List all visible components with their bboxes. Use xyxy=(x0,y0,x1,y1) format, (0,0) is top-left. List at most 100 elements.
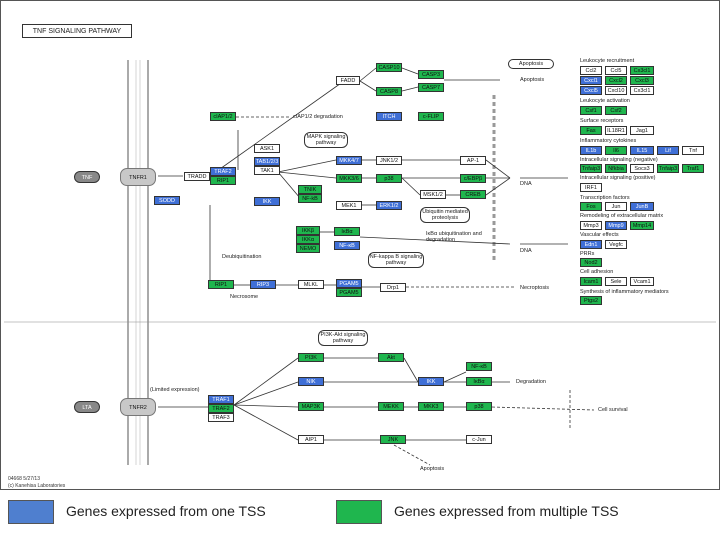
footer-code: 04668 5/27/13 xyxy=(8,476,40,482)
gene-csf1: Csf1 xyxy=(580,106,602,115)
gene-vegfc: Vegfc xyxy=(605,240,627,249)
gene-cxcl2: Cxcl2 xyxy=(605,76,627,85)
node-mkk47: MKK4/7 xyxy=(336,156,362,165)
limited-expression-label: (Limited expression) xyxy=(150,387,200,393)
node-casp10: CASP10 xyxy=(376,63,402,72)
node-mekk1: MEK1 xyxy=(336,201,362,210)
node-akt: Akt xyxy=(378,353,404,362)
node-cjun: c-Jun xyxy=(466,435,492,444)
node-casp8: CASP8 xyxy=(376,87,402,96)
gene-vcam1: Vcam1 xyxy=(630,277,654,286)
node-jnk2: JNK xyxy=(380,435,406,444)
gene-mmp14: Mmp14 xyxy=(630,221,654,230)
node-mlkl: MLKL xyxy=(298,280,324,289)
node-pgam5b: PGAM5 xyxy=(336,288,362,297)
gene-tnfaip3b: Tnfaip3 xyxy=(657,164,679,173)
node-map3k: MAP3K xyxy=(298,402,324,411)
node-jnk: JNK1/2 xyxy=(376,156,402,165)
node-tnik: TNIK xyxy=(298,185,322,194)
node-tab123: TAB1/2/3 xyxy=(254,157,280,166)
node-nfkb2: NF-κB xyxy=(466,362,492,371)
node-pgam5: PGAM5 xyxy=(336,279,362,288)
deubiquitination-label: Deubiquitination xyxy=(222,254,262,260)
node-nemo: NEMO xyxy=(296,244,320,253)
legend-label-single: Genes expressed from one TSS xyxy=(66,503,266,519)
gene-nfkbia: Nfkbia xyxy=(605,164,627,173)
gene-il1b: IL1b xyxy=(580,146,602,155)
node-traf2b: TRAF2 xyxy=(208,404,234,413)
pathway-pi3k[interactable]: PI3K-Akt signaling pathway xyxy=(318,330,368,346)
panel-tf: Transcription factors xyxy=(580,195,630,201)
node-drp1: Drp1 xyxy=(380,283,406,292)
necrosome-label: Necrosome xyxy=(230,294,259,300)
gene-nod2: Nod2 xyxy=(580,258,602,267)
gene-tnfaip3: Tnfaip3 xyxy=(580,164,602,173)
pathway-nfkb[interactable]: NF-kappa B signaling pathway xyxy=(368,252,424,268)
node-traf2: TRAF2 xyxy=(210,167,236,176)
gene-ptgs2: Ptgs2 xyxy=(580,296,602,305)
node-ikba2: IκBα xyxy=(466,377,492,386)
gene-tnf: Tnf xyxy=(682,146,704,155)
panel-mediators: Synthesis of inflammatory mediators xyxy=(580,289,669,295)
gene-fas: Fas xyxy=(580,126,602,135)
degradation-label: Degradation xyxy=(516,379,546,385)
panel-intra-pos: Intracellular signaling (positive) xyxy=(580,175,656,181)
panel-adhesion: Cell adhesion xyxy=(580,269,614,275)
node-itch: ITCH xyxy=(376,112,402,121)
node-casp3: CASP3 xyxy=(418,70,444,79)
node-ikk2: IKK xyxy=(418,377,444,386)
node-nik2: NIK xyxy=(298,377,324,386)
gene-il18r1: IL18R1 xyxy=(605,126,627,135)
gene-csf2: Csf2 xyxy=(605,106,627,115)
legend-label-multiple: Genes expressed from multiple TSS xyxy=(394,503,619,519)
gene-socs3: Socs3 xyxy=(630,164,654,173)
panel-intra-neg: Intracellular signaling (negative) xyxy=(580,157,658,163)
gene-cx3cl1: Cx3cl1 xyxy=(630,66,654,75)
gene-ccl2: Ccl2 xyxy=(580,66,602,75)
panel-vascular: Vascular effects xyxy=(580,232,619,238)
footer-copyright: (c) Kanehisa Laboratories xyxy=(8,483,66,489)
pathway-mapk[interactable]: MAPK signaling pathway xyxy=(304,132,348,148)
node-tak1: TAK1 xyxy=(254,166,280,175)
gene-irf1: IRF1 xyxy=(580,183,602,192)
gene-cxcl10: Cxcl10 xyxy=(605,86,627,95)
node-casp7: CASP7 xyxy=(418,83,444,92)
node-rip1: RIP1 xyxy=(210,176,236,185)
gene-mmp9: Mmp9 xyxy=(605,221,627,230)
node-ikka: IKKα xyxy=(296,235,320,244)
node-p38: p38 xyxy=(376,174,402,183)
apoptosis-label-2: Apoptosis xyxy=(420,466,445,472)
pathway-ubiquitin[interactable]: Ubiquitin mediated proteolysis xyxy=(420,207,470,223)
dna-label-2: DNA xyxy=(520,248,532,254)
apoptosis-label-1: Apoptosis xyxy=(520,77,545,83)
legend-swatch-single xyxy=(8,500,54,524)
lta-ligand: LTA xyxy=(74,401,100,413)
gene-cxcl5: Cxcl5 xyxy=(580,86,602,95)
gene-cxcl3: Cxcl3 xyxy=(630,76,654,85)
panel-leuko-recruit: Leukocyte recruitment xyxy=(580,58,635,64)
node-msk12: MSK1/2 xyxy=(420,190,446,199)
gene-traf1: Traf1 xyxy=(682,164,704,173)
ikb-degradation-label: IκBα ubiquitination and degradation xyxy=(426,231,482,243)
gene-icam1: Icam1 xyxy=(580,277,602,286)
node-ap1: AP-1 xyxy=(460,156,486,165)
node-cebpb: c/EBPβ xyxy=(460,174,486,183)
node-erk: ERK1/2 xyxy=(376,201,402,210)
node-ikkb: IKKβ xyxy=(296,226,320,235)
node-traf3: TRAF3 xyxy=(208,413,234,422)
node-rip1b: RIP1 xyxy=(208,280,234,289)
gene-fos: Fos xyxy=(580,202,602,211)
pathway-edges xyxy=(4,60,716,466)
panel-leuko-act: Leukocyte activation xyxy=(580,98,630,104)
gene-jag1: Jag1 xyxy=(630,126,654,135)
node-cflip: c-FLIP xyxy=(418,112,444,121)
cell-survival-label: Cell survival xyxy=(598,407,628,413)
node-mkk36: MKK3/6 xyxy=(336,174,362,183)
panel-surface: Surface receptors xyxy=(580,118,624,124)
node-creb: CREB xyxy=(460,190,486,199)
pathway-apoptosis[interactable]: Apoptosis xyxy=(508,59,554,69)
necroptosis-label: Necroptosis xyxy=(520,285,550,291)
node-ikk: IKK xyxy=(254,197,280,206)
gene-edn1: Edn1 xyxy=(580,240,602,249)
node-nik: NF-kB xyxy=(298,194,322,203)
